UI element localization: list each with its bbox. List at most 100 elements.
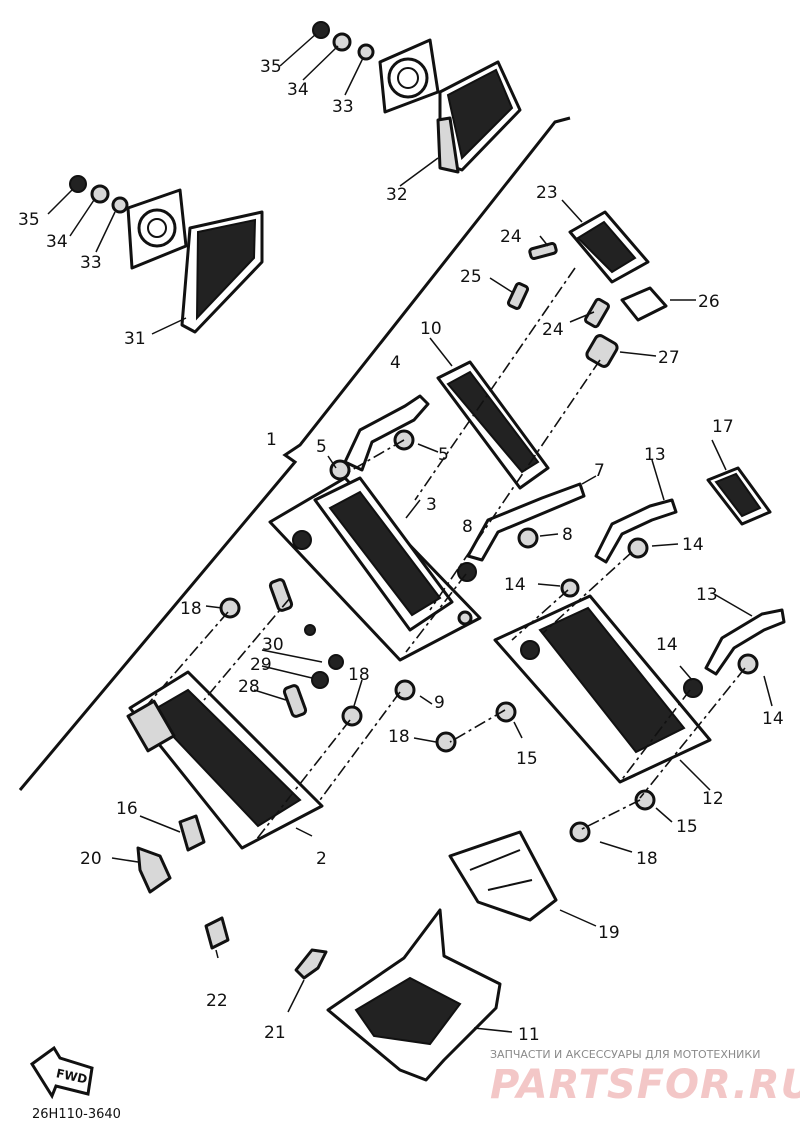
seal-26 bbox=[620, 286, 668, 322]
label-p12: 12 bbox=[702, 789, 724, 809]
label-p18b: 18 bbox=[348, 665, 370, 685]
label-p20: 20 bbox=[80, 849, 102, 869]
label-p19: 19 bbox=[598, 923, 620, 943]
tab-22 bbox=[204, 916, 230, 950]
side-arm-group bbox=[457, 475, 597, 582]
watermark-brand: PARTSFOR.RU bbox=[490, 1062, 800, 1108]
main-panel-group bbox=[268, 476, 482, 662]
cover-19 bbox=[448, 830, 558, 922]
label-p22: 22 bbox=[206, 991, 228, 1011]
label-p13b: 13 bbox=[696, 585, 718, 605]
nut-35-upper bbox=[312, 21, 330, 39]
small-parts-group bbox=[111, 814, 328, 1013]
clip-27 bbox=[585, 334, 619, 368]
label-p35b: 35 bbox=[18, 210, 40, 230]
washer-29 bbox=[311, 671, 329, 689]
bolt-9 bbox=[394, 679, 416, 701]
screw-24-lower bbox=[584, 297, 610, 329]
nut-30 bbox=[328, 654, 344, 670]
label-p17: 17 bbox=[712, 417, 734, 437]
cap-14-a bbox=[627, 537, 649, 559]
label-p18d: 18 bbox=[636, 849, 658, 869]
label-p30: 30 bbox=[262, 635, 284, 655]
clip-16 bbox=[178, 814, 206, 852]
label-p26: 26 bbox=[698, 292, 720, 312]
washer-33-left bbox=[111, 196, 129, 214]
bottom-parts-group bbox=[326, 466, 772, 1082]
bolt-15-a bbox=[495, 701, 517, 723]
part-labels: 35 34 33 32 35 34 33 31 23 24 25 26 24 2… bbox=[18, 57, 784, 1045]
screw-24-upper bbox=[528, 241, 558, 261]
label-p15a: 15 bbox=[516, 749, 538, 769]
forward-arrow-label: FWD bbox=[55, 1066, 89, 1086]
label-p16: 16 bbox=[116, 799, 138, 819]
label-p8b: 8 bbox=[562, 525, 573, 545]
washer-34-left bbox=[90, 184, 110, 204]
label-p24a: 24 bbox=[500, 227, 522, 247]
cap-group bbox=[489, 199, 696, 368]
label-p5b: 5 bbox=[438, 445, 449, 465]
hook-21 bbox=[294, 948, 328, 980]
label-p34a: 34 bbox=[287, 80, 309, 100]
assembly-guide-lines bbox=[147, 267, 746, 841]
label-p7: 7 bbox=[594, 461, 605, 481]
arm-7 bbox=[466, 482, 586, 562]
cap-14-d bbox=[737, 653, 759, 675]
label-p1: 1 bbox=[266, 430, 277, 450]
upper-handle-group bbox=[327, 337, 550, 490]
label-p35a: 35 bbox=[260, 57, 282, 77]
bolt-28 bbox=[282, 684, 308, 718]
label-p33a: 33 bbox=[332, 97, 354, 117]
label-p4: 4 bbox=[390, 353, 401, 373]
label-p33b: 33 bbox=[80, 253, 102, 273]
label-p14c: 14 bbox=[656, 635, 678, 655]
label-p14a: 14 bbox=[682, 535, 704, 555]
label-p10: 10 bbox=[420, 319, 442, 339]
bolt-18-b bbox=[341, 705, 363, 727]
handle-13-lower bbox=[704, 608, 786, 676]
forward-arrow-icon bbox=[29, 1045, 94, 1100]
bolt-8-upper bbox=[517, 527, 539, 549]
label-p5a: 5 bbox=[316, 437, 327, 457]
forward-arrow-badge: FWD bbox=[29, 1045, 94, 1100]
label-p14b: 14 bbox=[504, 575, 526, 595]
diagram-code: 26H110-3640 bbox=[32, 1107, 121, 1122]
label-p18a: 18 bbox=[180, 599, 202, 619]
washer-33-upper bbox=[357, 43, 375, 61]
watermark: ЗАПЧАСТИ И АКСЕССУАРЫ ДЛЯ МОТОТЕХНИКИ PA… bbox=[490, 1048, 800, 1108]
pin-30 bbox=[268, 578, 294, 612]
bolt-18-c bbox=[435, 731, 457, 753]
cover-group-left bbox=[47, 175, 264, 335]
label-p31: 31 bbox=[124, 329, 146, 349]
lower-bracket-group bbox=[126, 578, 673, 853]
bolt-18-d bbox=[569, 821, 591, 843]
label-p9: 9 bbox=[434, 693, 445, 713]
label-p8a: 8 bbox=[462, 517, 473, 537]
label-p11: 11 bbox=[518, 1025, 540, 1045]
watermark-tagline: ЗАПЧАСТИ И АКСЕССУАРЫ ДЛЯ МОТОТЕХНИКИ bbox=[490, 1048, 760, 1061]
label-p15b: 15 bbox=[676, 817, 698, 837]
label-p24b: 24 bbox=[542, 320, 564, 340]
label-p18c: 18 bbox=[388, 727, 410, 747]
label-p14d: 14 bbox=[762, 709, 784, 729]
bolt-5-left bbox=[329, 459, 351, 481]
label-p3: 3 bbox=[426, 495, 437, 515]
bolt-15-b bbox=[634, 789, 656, 811]
label-p2: 2 bbox=[316, 849, 327, 869]
label-p23: 23 bbox=[536, 183, 558, 203]
label-p34b: 34 bbox=[46, 232, 68, 252]
assembly-boundary-line bbox=[18, 116, 571, 791]
bolt-18-a bbox=[219, 597, 241, 619]
handle-13-upper bbox=[594, 498, 678, 564]
label-p28: 28 bbox=[238, 677, 260, 697]
label-p25: 25 bbox=[460, 267, 482, 287]
bolt-8-lower bbox=[457, 562, 477, 582]
label-p32: 32 bbox=[386, 185, 408, 205]
cover-group-upper bbox=[279, 21, 522, 187]
latch-20 bbox=[136, 846, 172, 894]
label-p29: 29 bbox=[250, 655, 272, 675]
label-p13a: 13 bbox=[644, 445, 666, 465]
label-p27: 27 bbox=[658, 348, 680, 368]
nut-35-left bbox=[69, 175, 87, 193]
